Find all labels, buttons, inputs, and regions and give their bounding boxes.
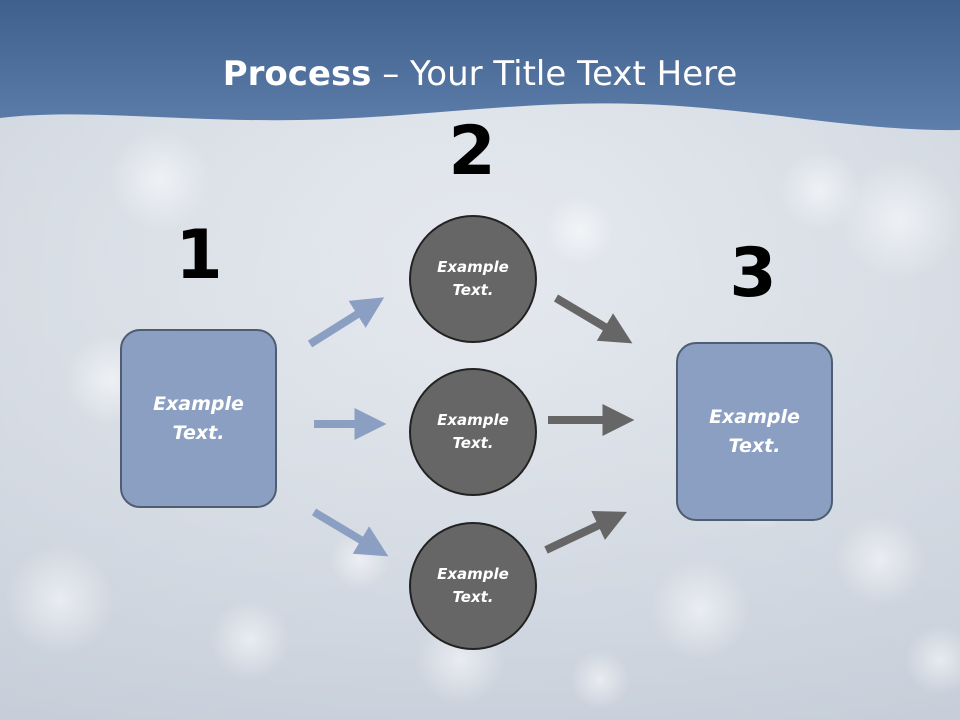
arrow-blue-up (307, 297, 385, 348)
box-right-line1: Example (709, 405, 800, 428)
circle-middle-line2: Text. (452, 434, 494, 452)
step-number-3: 3 (729, 234, 777, 313)
box-left-line1: Example (153, 392, 244, 415)
circle-middle-line1: Example (437, 411, 509, 429)
arrow-gray-down (553, 294, 633, 344)
box-right-line2: Text. (728, 434, 781, 457)
title-rest: – Your Title Text Here (371, 54, 738, 94)
step-box-right: Example Text. (676, 342, 833, 521)
box-left-line2: Text. (172, 421, 225, 444)
step-box-left: Example Text. (120, 329, 277, 508)
step-number-2: 2 (448, 112, 496, 191)
header-band (0, 0, 960, 131)
arrow-blue-down (311, 508, 389, 557)
step-circle-middle: Example Text. (409, 368, 537, 496)
circle-bottom-line2: Text. (452, 588, 494, 606)
step-circle-bottom: Example Text. (409, 522, 537, 650)
title-bold: Process (222, 54, 372, 94)
step-number-1: 1 (175, 216, 223, 295)
slide-title: Process – Your Title Text Here (0, 52, 960, 96)
step-circle-top: Example Text. (409, 215, 537, 343)
circle-bottom-line1: Example (437, 565, 509, 583)
arrow-gray-up (544, 511, 628, 554)
circle-top-line1: Example (437, 258, 509, 276)
circle-top-line2: Text. (452, 281, 494, 299)
